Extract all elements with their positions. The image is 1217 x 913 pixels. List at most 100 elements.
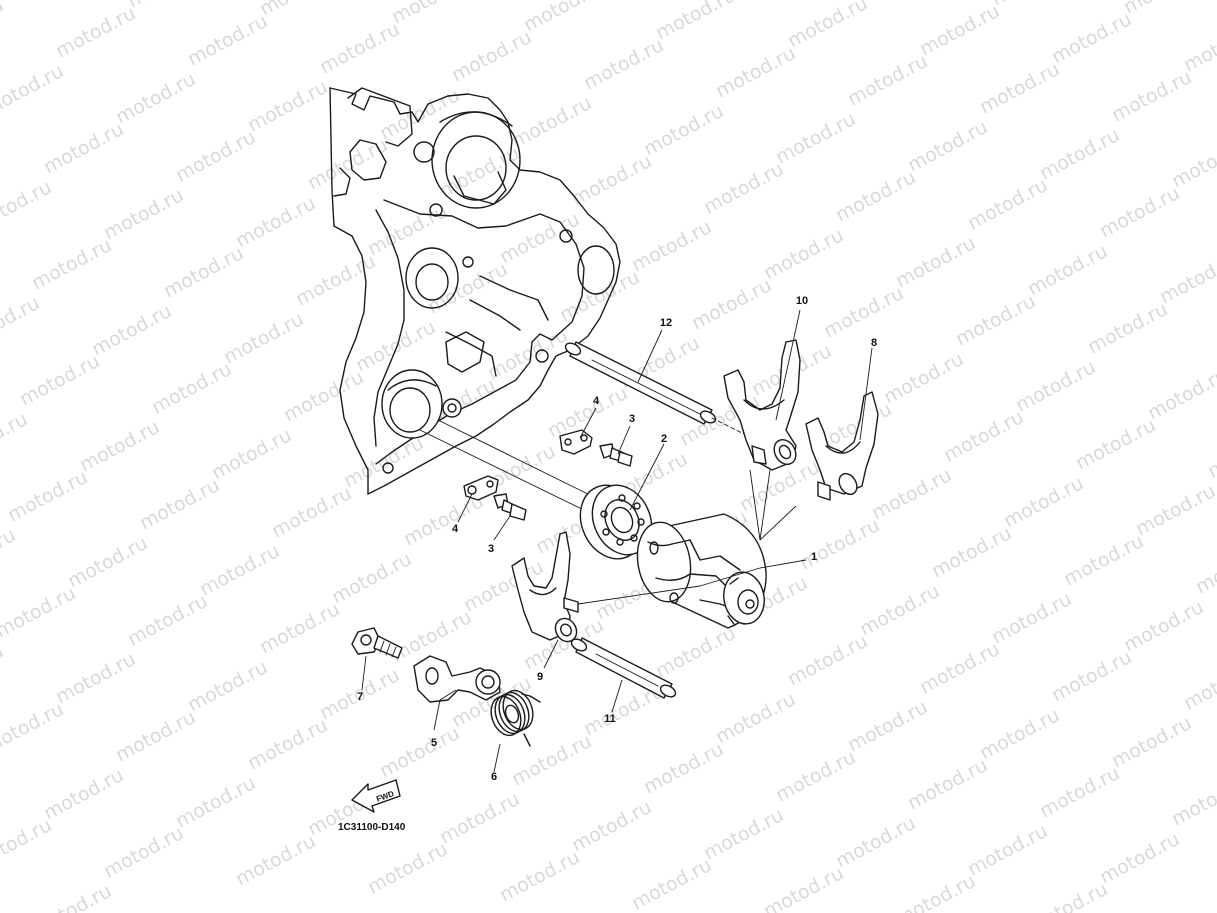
- watermark-text: motod.ru: [508, 730, 595, 790]
- watermark-text: motod.ru: [0, 292, 43, 352]
- watermark-text: motod.ru: [0, 640, 7, 700]
- watermark-text: motod.ru: [112, 706, 199, 766]
- stopper-lever: [413, 655, 501, 703]
- watermark-text: motod.ru: [76, 416, 163, 476]
- watermark-text: motod.ru: [1096, 828, 1183, 888]
- watermark-text: motod.ru: [244, 76, 331, 136]
- stopper-plate-lower: [463, 475, 499, 501]
- watermark-text: motod.ru: [160, 242, 247, 302]
- watermark-text: motod.ru: [196, 540, 283, 600]
- watermark-text: motod.ru: [1108, 66, 1195, 126]
- watermark-text: motod.ru: [1024, 240, 1111, 300]
- watermark-text: motod.ru: [0, 698, 67, 758]
- watermark-text: motod.ru: [4, 466, 91, 526]
- callout-6: 6: [491, 771, 497, 783]
- watermark-text: motod.ru: [964, 820, 1051, 880]
- watermark-text: motod.ru: [520, 0, 607, 36]
- watermark-text: motod.ru: [1036, 124, 1123, 184]
- callout-3-lower: 3: [488, 543, 494, 555]
- watermark-text: motod.ru: [1024, 878, 1111, 913]
- watermark-text: motod.ru: [772, 108, 859, 168]
- callout-9: 9: [537, 671, 543, 683]
- callout-1: 1: [811, 551, 817, 563]
- watermark-text: motod.ru: [904, 116, 991, 176]
- watermark-text: motod.ru: [112, 68, 199, 128]
- callout-10: 10: [796, 295, 808, 307]
- watermark-text: motod.ru: [0, 0, 79, 4]
- watermark-text: motod.ru: [760, 862, 847, 913]
- watermark-text: motod.ru: [928, 522, 1015, 582]
- watermark-text: motod.ru: [544, 382, 631, 442]
- watermark-text: motod.ru: [784, 0, 871, 52]
- watermark-text: motod.ru: [1060, 530, 1147, 590]
- watermark-text: motod.ru: [652, 622, 739, 682]
- watermark-text: motod.ru: [40, 764, 127, 824]
- watermark-text: motod.ru: [988, 0, 1075, 10]
- stopper-bolt: [351, 627, 403, 659]
- watermark-text: motod.ru: [328, 548, 415, 608]
- watermark-text: motod.ru: [52, 648, 139, 708]
- watermark-text: motod.ru: [1096, 182, 1183, 242]
- watermark-text: motod.ru: [688, 274, 775, 334]
- watermark-text: motod.ru: [964, 174, 1051, 234]
- watermark-text: motod.ru: [28, 880, 115, 913]
- watermark-text: motod.ru: [760, 224, 847, 284]
- shift-fork-8: [805, 391, 879, 501]
- watermark-text: motod.ru: [280, 366, 367, 426]
- bolt-upper: [599, 443, 633, 467]
- watermark-text: motod.ru: [1120, 0, 1207, 18]
- callout-numbers: 12 10 8 4 3 2 1 4 3 9 11 7 5 6: [357, 295, 877, 783]
- watermark-text: motod.ru: [172, 126, 259, 186]
- watermark-text: motod.ru: [712, 42, 799, 102]
- watermark-text: motod.ru: [568, 796, 655, 856]
- bearing-balls: [600, 494, 645, 546]
- callout-3-upper: 3: [629, 413, 635, 425]
- watermark-text: motod.ru: [496, 846, 583, 906]
- torsion-spring: [490, 689, 541, 747]
- shift-fork-shaft-upper: [564, 341, 753, 439]
- callout-12: 12: [660, 317, 672, 329]
- watermark-text: motod.ru: [0, 582, 79, 642]
- watermark-text: motod.ru: [796, 514, 883, 574]
- watermark-text: motod.ru: [268, 482, 355, 542]
- watermark-text: motod.ru: [1000, 472, 1087, 532]
- watermark-text: motod.ru: [868, 464, 955, 524]
- fwd-arrow-icon: FWD: [351, 779, 401, 813]
- watermark-text: motod.ru: [232, 830, 319, 890]
- watermark-text: motod.ru: [976, 58, 1063, 118]
- watermark-text: motod.ru: [820, 282, 907, 342]
- watermark-text: motod.ru: [124, 0, 211, 12]
- callout-4-lower: 4: [452, 523, 459, 535]
- watermark-text: motod.ru: [892, 232, 979, 292]
- watermark-text: motod.ru: [0, 408, 31, 468]
- watermark-text: motod.ru: [628, 854, 715, 913]
- watermark-text: motod.ru: [844, 696, 931, 756]
- watermark-text: motod.ru: [64, 532, 151, 592]
- watermark-text: motod.ru: [0, 524, 19, 584]
- watermark-text: motod.ru: [1168, 132, 1217, 192]
- watermark-text: motod.ru: [100, 184, 187, 244]
- watermark-text: motod.ru: [28, 234, 115, 294]
- watermark-text: motod.ru: [352, 316, 439, 376]
- watermark-text: motod.ru: [652, 0, 739, 44]
- watermark-text: motod.ru: [364, 838, 451, 898]
- watermark-text: motod.ru: [1048, 646, 1135, 706]
- watermark-text: motod.ru: [1192, 538, 1217, 598]
- bolt-lower: [493, 493, 527, 521]
- watermark-text: motod.ru: [1072, 414, 1159, 474]
- watermark-text: motod.ru: [0, 814, 55, 874]
- watermark-text: motod.ru: [184, 656, 271, 716]
- watermark-text: motod.ru: [244, 714, 331, 774]
- watermark-text: motod.ru: [700, 804, 787, 864]
- watermark-text: motod.ru: [100, 822, 187, 882]
- shift-fork-9: [511, 531, 579, 643]
- watermark-text: motod.ru: [1048, 8, 1135, 68]
- watermark-text: motod.ru: [232, 192, 319, 252]
- watermark-text: motod.ru: [640, 100, 727, 160]
- shift-fork-10: [723, 339, 801, 471]
- watermark-text: motod.ru: [1132, 480, 1217, 540]
- watermark-text: motod.ru: [1012, 356, 1099, 416]
- watermark-text: motod.ru: [256, 598, 343, 658]
- watermark-text: motod.ru: [940, 406, 1027, 466]
- callout-2: 2: [661, 433, 667, 445]
